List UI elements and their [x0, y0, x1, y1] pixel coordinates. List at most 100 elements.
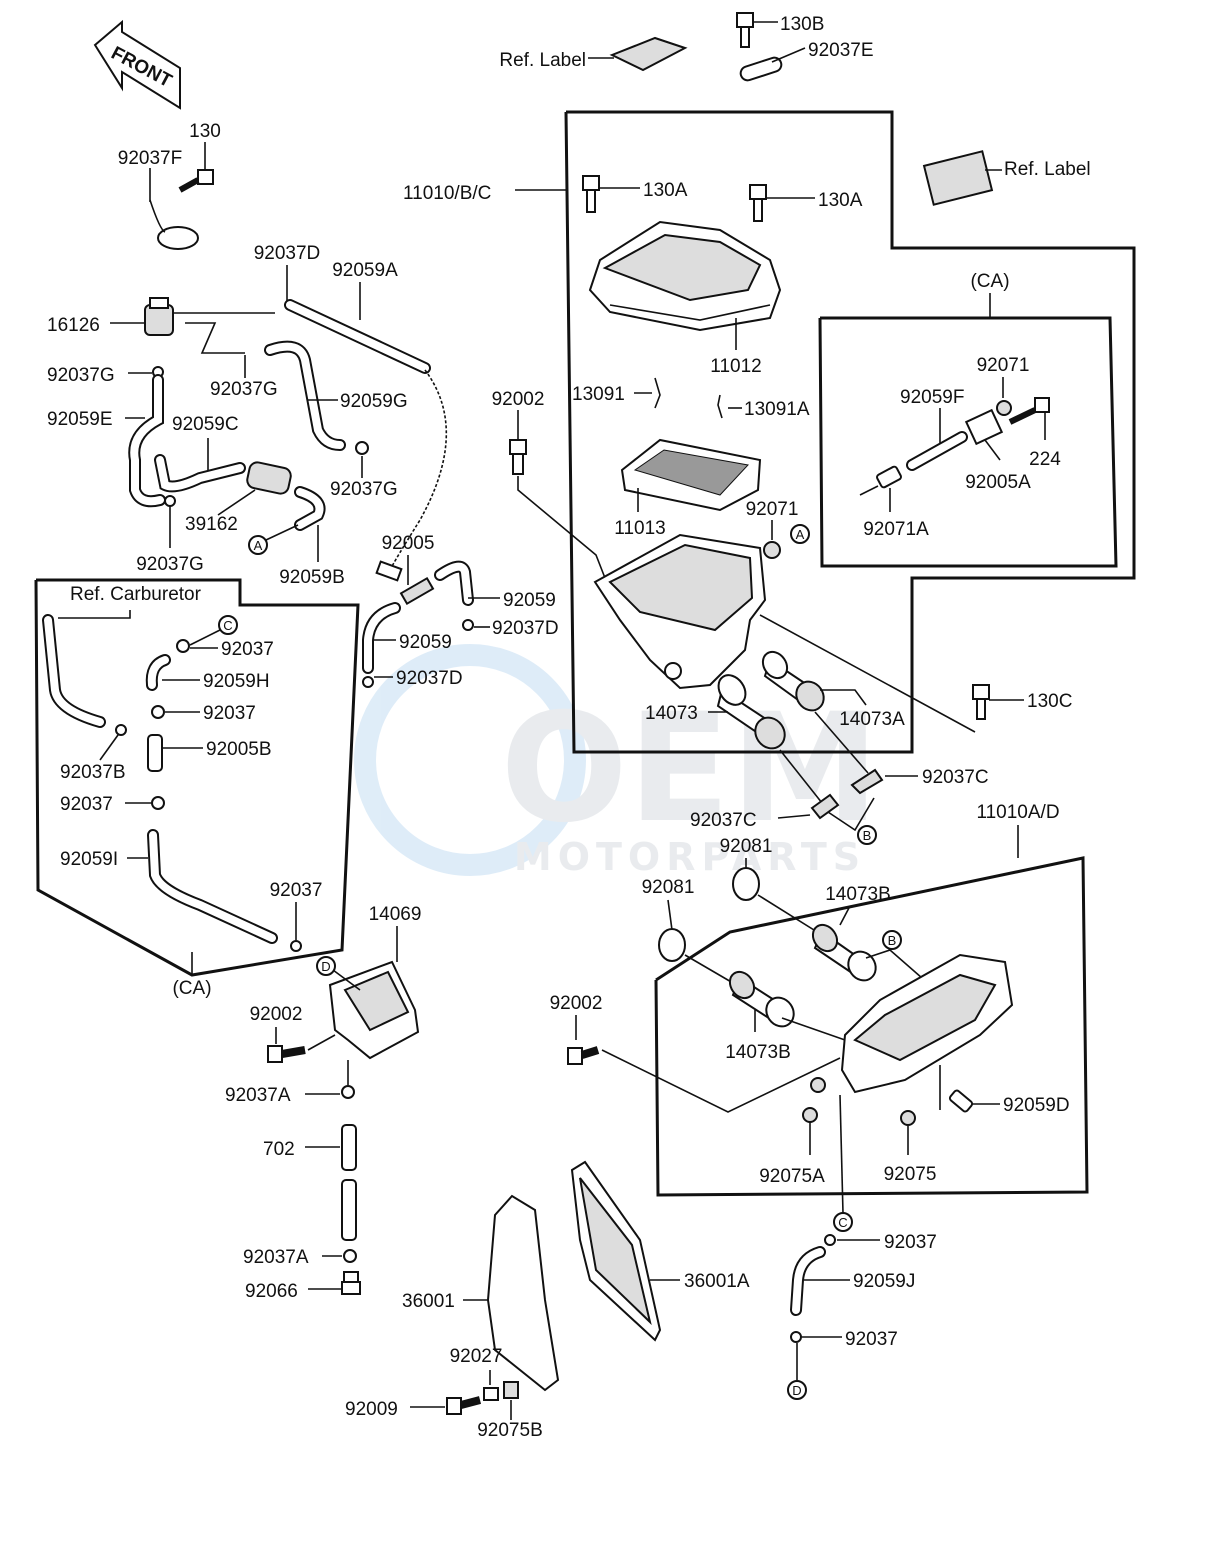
- marker-a-1: [248, 535, 268, 555]
- label-92059f: 92059F: [900, 387, 964, 408]
- marker-c-1-label: C: [223, 618, 232, 633]
- label-13091a: 13091A: [744, 399, 810, 420]
- watermark: OEM MOTORPARTS: [354, 644, 880, 879]
- air-box-case-ad: [840, 953, 1014, 1094]
- label-92075b: 92075B: [477, 1420, 543, 1441]
- clip-92037-4: [290, 940, 302, 952]
- label-92037-4: 92037: [270, 880, 323, 901]
- air-box-ad-group-outline: [654, 856, 1089, 1197]
- marker-c-1: [218, 615, 238, 635]
- label-92037g-1: 92037G: [47, 365, 115, 386]
- gasket-92081-1: [732, 867, 760, 901]
- label-92059a: 92059A: [332, 260, 398, 281]
- ref-label-plate-right: [922, 150, 994, 206]
- label-130b: 130B: [780, 14, 824, 35]
- air-box-group-outline: [564, 110, 1136, 754]
- label-92037b: 92037B: [60, 762, 126, 783]
- collar-92027: [483, 1387, 499, 1401]
- label-92081-2: 92081: [642, 877, 695, 898]
- label-702: 702: [263, 1139, 295, 1160]
- label-16126: 16126: [47, 315, 100, 336]
- label-ref-label-right: Ref. Label: [1004, 159, 1091, 180]
- air-cleaner-cover-11012: [588, 220, 782, 332]
- marker-b-1-label: B: [863, 828, 872, 843]
- gasket-92081-2: [658, 928, 686, 962]
- clip-13091a: [717, 394, 723, 419]
- drain-92059d: [948, 1089, 974, 1113]
- label-11012: 11012: [710, 356, 761, 377]
- label-39162: 39162: [185, 514, 238, 535]
- bolt-130a-1: [582, 175, 600, 213]
- label-92059e: 92059E: [47, 409, 113, 430]
- ref-carburetor-group-outline: [34, 578, 360, 977]
- label-14073b-1: 14073B: [825, 884, 891, 905]
- label-92059-2: 92059: [399, 632, 452, 653]
- clip-92037g-3: [355, 441, 369, 455]
- label-92037f: 92037F: [118, 148, 182, 169]
- label-92037e: 92037E: [808, 40, 874, 61]
- label-92037c-1: 92037C: [922, 767, 989, 788]
- marker-b-2-label: B: [888, 933, 897, 948]
- clip-92037b: [115, 724, 127, 736]
- watermark-globe-icon: [354, 644, 586, 876]
- label-92071: 92071: [977, 355, 1030, 376]
- duct-14073b-2: [728, 970, 795, 1028]
- grommet-92075b: [503, 1381, 519, 1399]
- label-92037-6: 92037: [845, 1329, 898, 1350]
- label-ca-left: (CA): [172, 978, 211, 999]
- clip-92037a-2: [343, 1249, 357, 1263]
- marker-d-2-label: D: [792, 1383, 801, 1398]
- label-92059h: 92059H: [203, 671, 270, 692]
- label-130a-1: 130A: [643, 180, 688, 201]
- label-92005: 92005: [382, 533, 435, 554]
- clip-13091: [654, 377, 661, 409]
- valve-16126: [144, 297, 174, 336]
- grommet-92071-right: [996, 400, 1012, 416]
- label-92059g: 92059G: [340, 391, 408, 412]
- label-92027: 92027: [450, 1346, 503, 1367]
- label-92071-left: 92071: [746, 499, 799, 520]
- clamp-92037f: [149, 199, 199, 250]
- watermark-sub: MOTORPARTS: [514, 835, 866, 879]
- bolt-130b: [736, 12, 754, 48]
- joint-92005: [399, 576, 435, 606]
- clip-92037g-4: [164, 495, 176, 507]
- label-92059i: 92059I: [60, 849, 118, 870]
- ca-group-right-outline: [818, 316, 1118, 568]
- label-ref-carburetor: Ref. Carburetor: [70, 584, 202, 605]
- clip-92037-6: [790, 1331, 802, 1343]
- label-92037c-2: 92037C: [690, 810, 757, 831]
- side-cover-36001a: [570, 1160, 662, 1342]
- label-92037a-2: 92037A: [243, 1247, 309, 1268]
- ref-label-plate-top: [609, 36, 688, 72]
- label-11010-ad: 11010A/D: [976, 802, 1059, 823]
- cover-14069: [328, 960, 420, 1060]
- label-92037g-4: 92037G: [136, 554, 204, 575]
- label-11013: 11013: [614, 518, 665, 539]
- filter-39162: [246, 461, 292, 495]
- marker-b-2: [882, 930, 902, 950]
- label-ca-right: (CA): [970, 271, 1009, 292]
- label-92071a: 92071A: [863, 519, 929, 540]
- duct-14073a: [761, 650, 825, 712]
- clip-92037-5: [824, 1234, 836, 1246]
- label-92075a: 92075A: [759, 1166, 825, 1187]
- label-92059b: 92059B: [279, 567, 345, 588]
- label-92037-2: 92037: [203, 703, 256, 724]
- bracket-92037e: [739, 56, 783, 82]
- label-14073b-2: 14073B: [725, 1042, 791, 1063]
- label-92002-mid: 92002: [550, 993, 603, 1014]
- label-ref-label-top: Ref. Label: [499, 50, 586, 71]
- bolt-92002-mid: [567, 1046, 600, 1065]
- marker-c-2: [833, 1212, 853, 1232]
- hose-702-lower: [341, 1179, 357, 1241]
- marker-d-2: [787, 1380, 807, 1400]
- label-92066: 92066: [245, 1281, 298, 1302]
- bolt-224: [1008, 397, 1050, 425]
- marker-d-1-label: D: [321, 959, 330, 974]
- bolt-92002-top: [509, 439, 527, 475]
- label-92059c: 92059C: [172, 414, 239, 435]
- hose-piece-92005: [375, 560, 403, 582]
